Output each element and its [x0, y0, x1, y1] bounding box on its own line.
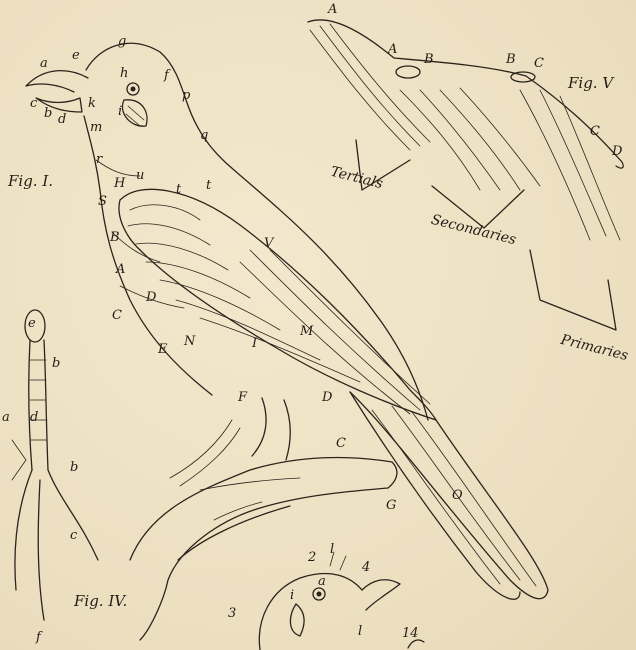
bird-letter: f — [164, 68, 169, 83]
wing-letter: D — [612, 144, 622, 159]
foot-letter: b — [52, 356, 60, 371]
bird-letter: V — [264, 236, 273, 251]
wing-letter: C — [534, 56, 544, 71]
bird-letter: q — [200, 128, 208, 143]
fig-1-title: Fig. I. — [8, 172, 53, 190]
bird-letter: i — [118, 104, 122, 119]
bird-letter: D — [322, 390, 332, 405]
wing-letter: C — [590, 124, 600, 139]
head-letter: 14 — [402, 626, 419, 641]
bird-letter: t — [206, 178, 211, 193]
bird-letter: F — [238, 390, 247, 405]
wing-letter: A — [388, 42, 397, 57]
head-figure — [259, 552, 424, 650]
bird-letter: r — [96, 152, 102, 167]
fig-4-title: Fig. IV. — [74, 592, 127, 610]
head-letter: l — [330, 542, 334, 557]
bird-letter: c — [30, 96, 37, 111]
foot-letter: e — [28, 316, 36, 331]
head-letter: l — [358, 624, 362, 639]
foot-letter: f — [36, 630, 41, 645]
foot-letter: a — [2, 410, 10, 425]
bird-letter: m — [90, 120, 102, 135]
bird-letter: O — [452, 488, 463, 503]
bird-letter: N — [184, 334, 195, 349]
wing-letter: B — [424, 52, 434, 67]
head-letter: 4 — [362, 560, 370, 575]
bird-letter: k — [88, 96, 96, 111]
wing-letter: A — [328, 2, 337, 17]
fig-5-title: Fig. V — [568, 74, 613, 92]
bird-letter: G — [386, 498, 396, 513]
bird-figure — [26, 43, 548, 640]
bird-letter: H — [114, 176, 125, 191]
bird-letter: d — [58, 112, 66, 127]
bird-letter: h — [120, 66, 128, 81]
bird-letter: a — [40, 56, 48, 71]
bird-letter: g — [118, 34, 126, 49]
bird-letter: C — [112, 308, 122, 323]
foot-letter: b — [70, 460, 78, 475]
bird-letter: I — [252, 336, 257, 351]
bird-letter: B — [110, 230, 120, 245]
head-letter: 2 — [308, 550, 316, 565]
head-letter: a — [318, 574, 326, 589]
head-letter: 3 — [228, 606, 236, 621]
bird-letter: A — [116, 262, 125, 277]
bird-letter: S — [98, 194, 107, 209]
bird-letter: e — [72, 48, 80, 63]
bird-letter: u — [136, 168, 144, 183]
bird-letter: b — [44, 106, 52, 121]
bird-letter: C — [336, 436, 346, 451]
bird-letter: D — [146, 290, 156, 305]
foot-letter: d — [30, 410, 38, 425]
bird-letter: t — [176, 182, 181, 197]
head-letter: i — [290, 588, 294, 603]
wing-letter: B — [506, 52, 516, 67]
bird-letter: p — [182, 88, 190, 103]
foot-letter: c — [70, 528, 77, 543]
bird-letter: E — [158, 342, 168, 357]
bird-letter: M — [300, 324, 313, 339]
